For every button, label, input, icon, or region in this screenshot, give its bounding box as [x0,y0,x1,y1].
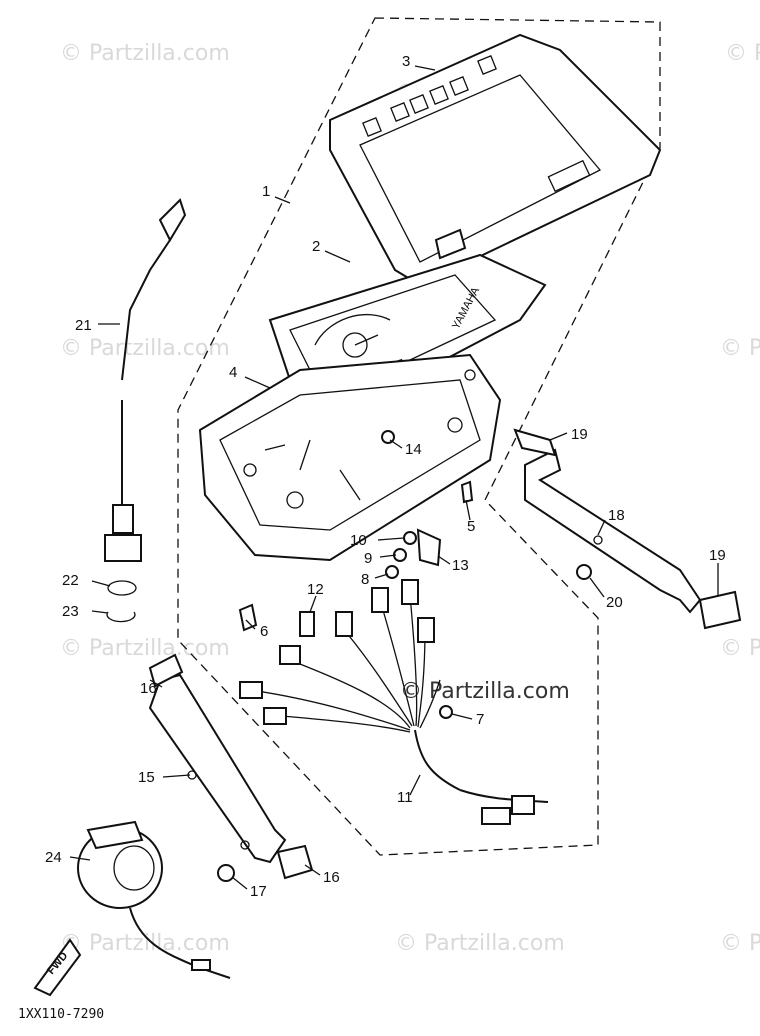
watermark-center: © Partzilla.com [400,679,570,704]
fwd-arrow-icon: FWD [33,938,82,997]
callout-21: 21 [75,317,92,334]
watermark: © Partzilla.com [720,931,760,956]
bracket-18 [524,448,702,614]
callout-16: 16 [323,869,340,886]
callout-2: 2 [312,238,320,255]
callout-6: 6 [260,623,268,640]
callout-16: 16 [140,680,157,697]
callout-3: 3 [402,53,410,70]
seal-22 [107,580,137,596]
nut-20 [576,564,592,580]
callout-7: 7 [476,711,484,728]
grommet-16a [148,653,184,688]
grommet-10 [403,531,417,545]
watermark: © Partzilla.com [725,41,760,66]
callouts: 1 2 3 4 5 6 7 8 9 10 11 12 13 14 15 16 1… [45,53,726,900]
callout-11: 11 [397,789,413,806]
callout-14: 14 [405,441,422,458]
grommet-16b [276,844,314,880]
callout-5: 5 [467,518,475,535]
bolt-17 [217,864,235,882]
callout-20: 20 [606,594,623,611]
wire-harness [239,579,549,825]
callout-23: 23 [62,603,79,620]
bulb-12 [299,611,315,637]
watermark: © Partzilla.com [60,636,230,661]
callout-18: 18 [608,507,625,524]
callout-24: 24 [45,849,62,866]
meter-cover [329,33,662,287]
watermark: © Partzilla.com [60,336,230,361]
diagram-code: 1XX110-7290 [18,1007,104,1022]
grommet-13 [416,528,442,567]
callout-15: 15 [138,769,155,786]
leader-lines [69,65,719,890]
callout-1: 1 [262,183,270,200]
watermark: © Partzilla.com [395,931,565,956]
watermark: © Partzilla.com [60,41,230,66]
callout-9: 9 [364,550,372,567]
callout-10: 10 [350,532,367,549]
sensor-24 [77,820,231,979]
callout-12: 12 [307,581,324,598]
callout-22: 22 [62,572,79,589]
callout-17: 17 [250,883,267,900]
callout-19: 19 [709,547,726,564]
bolt-7 [439,705,453,719]
assembly-boundary [177,17,661,856]
bolt-5 [460,480,474,504]
grommet-19a [513,428,557,457]
meter-case [198,353,502,562]
callout-4: 4 [229,364,237,381]
grommet-19b [698,590,742,630]
screw-6 [238,603,258,632]
clip-23 [106,611,136,623]
bracket-15 [148,673,287,864]
watermark: © Partzilla.com [720,336,760,361]
nut-8 [385,565,399,579]
callout-13: 13 [452,557,469,574]
watermark: © Partzilla.com [720,636,760,661]
callout-8: 8 [361,571,369,588]
callout-19: 19 [571,426,588,443]
speedometer-cable [104,198,187,562]
